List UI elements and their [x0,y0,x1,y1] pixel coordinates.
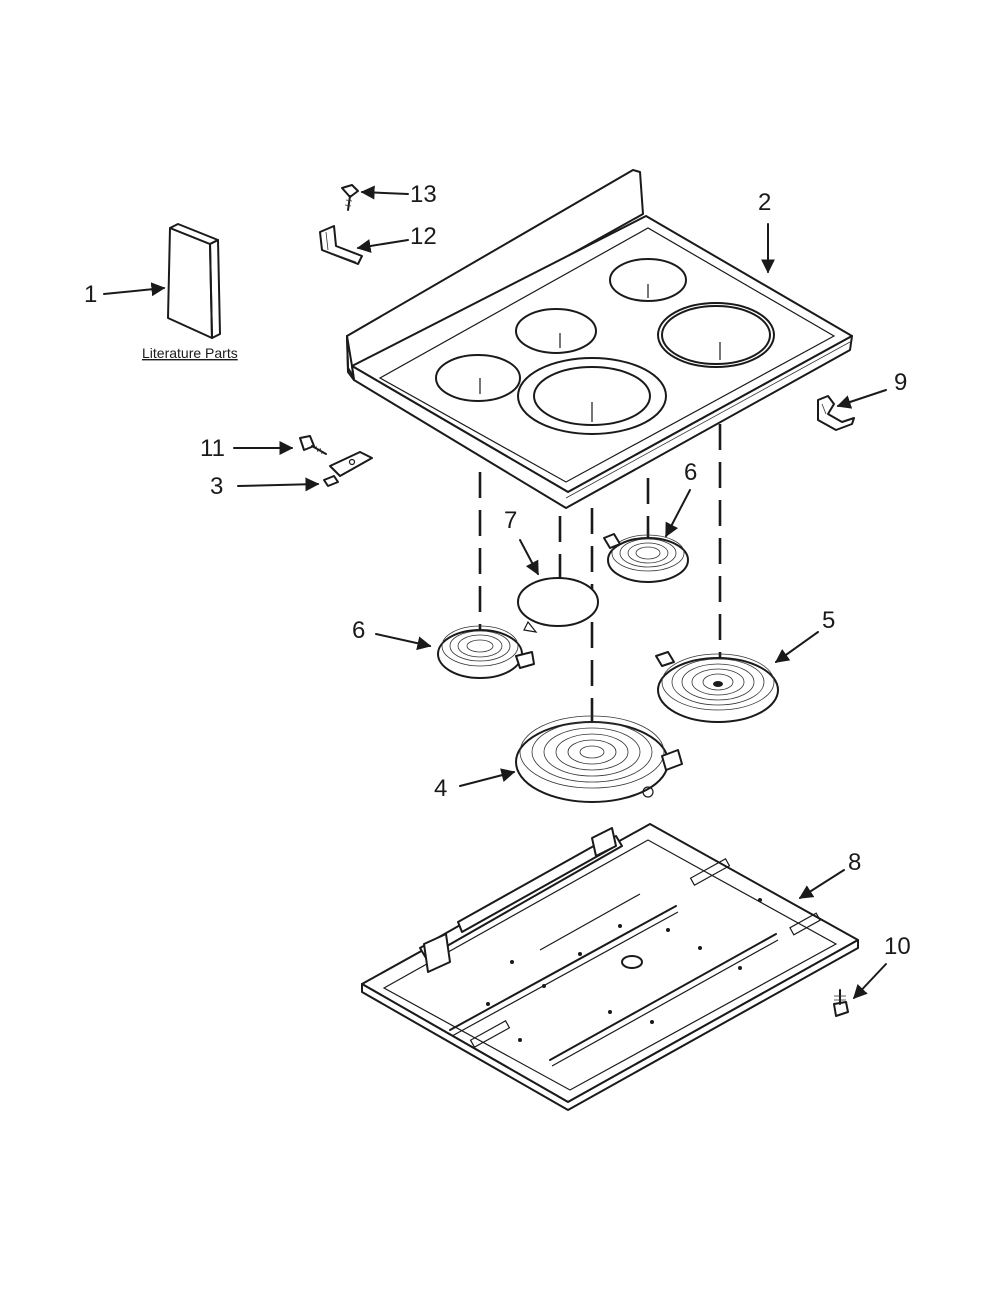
burner-outline-left-front [435,354,521,402]
radiant-element-6-left[interactable] [437,625,535,679]
callout-9: 9 [894,369,907,396]
screw-10-part[interactable] [833,989,849,1017]
clip-9-part[interactable] [817,395,855,431]
callout-13: 13 [410,181,437,208]
burner-outline-center-front-large [517,357,667,435]
literature-parts-label: Literature Parts [142,345,238,361]
burner-outline-right-front-large [657,302,775,368]
callout-6-right: 6 [684,459,697,486]
screw-13-part[interactable] [341,184,359,211]
screw-11-part[interactable] [299,435,327,455]
callout-10: 10 [884,933,911,960]
callout-1: 1 [84,281,97,308]
radiant-element-5[interactable] [655,651,779,723]
radiant-element-7-warming[interactable] [517,577,599,633]
bracket-12-part[interactable] [319,225,363,265]
callout-4: 4 [434,775,447,802]
radiant-element-4[interactable] [515,715,683,803]
callout-7: 7 [504,507,517,534]
callout-arrows [103,185,887,1000]
callout-5: 5 [822,607,835,634]
radiant-element-6-right[interactable] [603,533,689,583]
callout-11: 11 [200,435,225,462]
callout-3: 3 [210,473,223,500]
literature-book-part[interactable] [167,223,221,339]
burner-outline-right-back [609,258,687,302]
bracket-3-part[interactable] [323,451,373,487]
burner-box-part[interactable] [361,823,859,1111]
cooktop-main-top-part[interactable] [346,169,853,509]
burner-outline-center-back [515,308,597,354]
callout-8: 8 [848,849,861,876]
callout-2: 2 [758,189,771,216]
callout-6-left: 6 [352,617,365,644]
callout-12: 12 [410,223,437,250]
